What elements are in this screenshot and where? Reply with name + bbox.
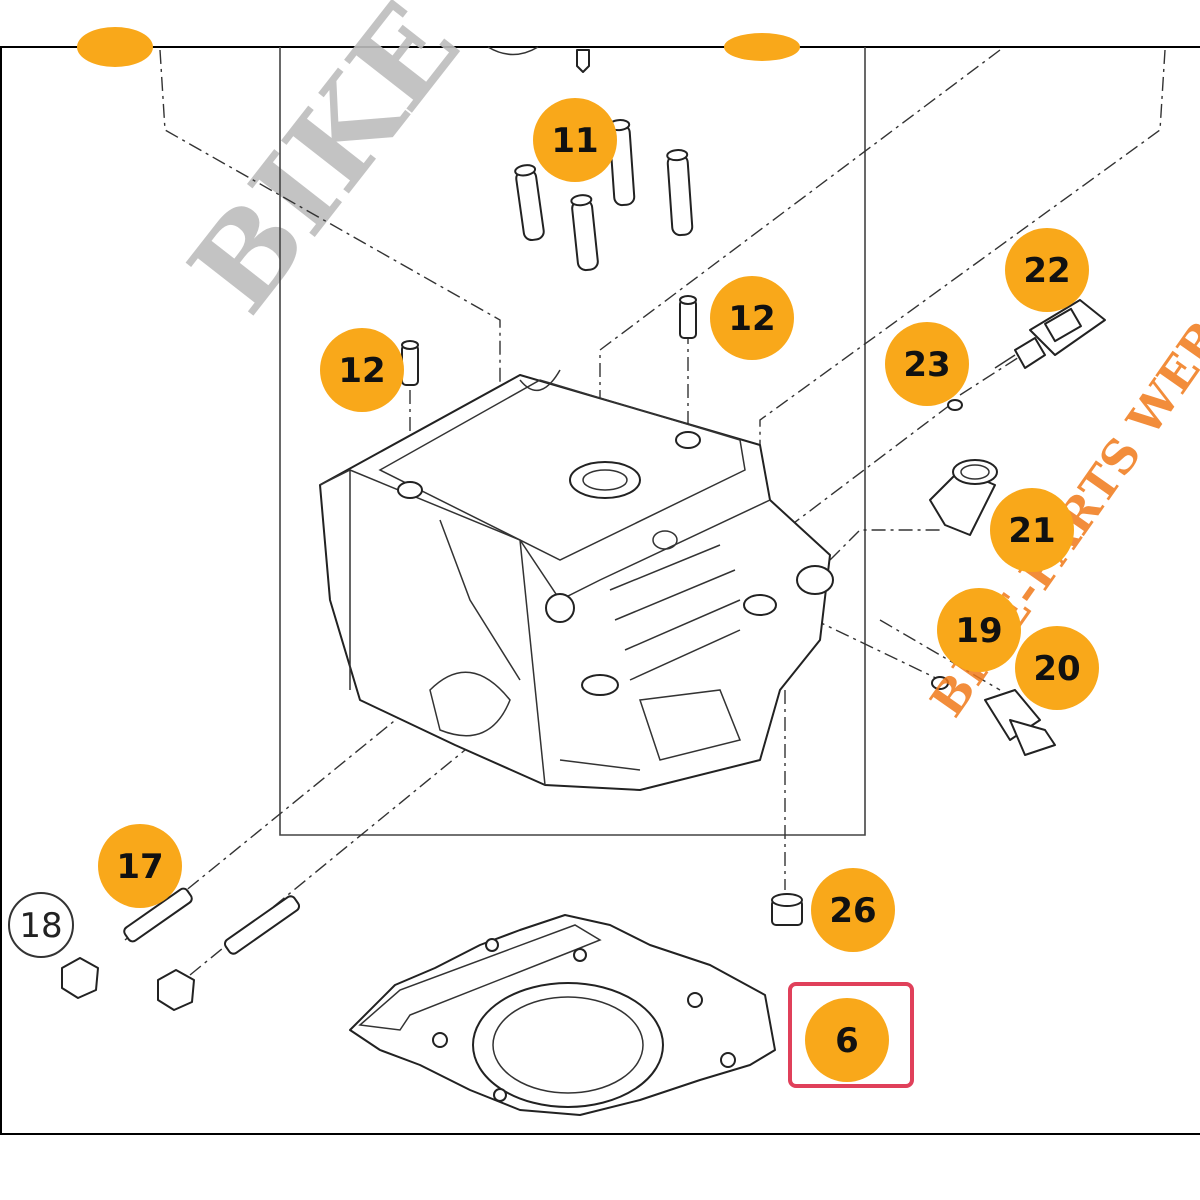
callout-20-label: 20	[1033, 649, 1080, 689]
diagram-frame	[0, 46, 1200, 1135]
sensor-19-20	[931, 676, 1056, 756]
sensor-22	[994, 299, 1106, 369]
callout-26[interactable]: 26	[811, 868, 895, 952]
callout-22-label: 22	[1023, 251, 1070, 291]
top-cut-badges	[77, 27, 800, 73]
callout-21-label: 21	[1008, 511, 1055, 551]
valve-guides	[514, 119, 694, 272]
callout-11[interactable]: 11	[533, 98, 617, 182]
dowel-pins-17	[123, 887, 301, 955]
callout-17-label: 17	[116, 847, 163, 887]
callout-19[interactable]: 19	[937, 588, 1021, 672]
dowel-pins-12	[401, 295, 697, 386]
callout-26-label: 26	[829, 891, 876, 931]
callout-11-label: 11	[551, 121, 598, 161]
cylinder-head	[319, 369, 834, 791]
callout-6[interactable]: 6	[788, 982, 914, 1088]
callout-12-left[interactable]: 12	[320, 328, 404, 412]
callout-12-left-label: 12	[338, 351, 385, 391]
callout-21[interactable]: 21	[990, 488, 1074, 572]
callout-23-label: 23	[903, 345, 950, 385]
sleeve-21	[929, 459, 998, 536]
callout-18-label: 18	[19, 906, 62, 946]
subassembly-box	[279, 47, 866, 836]
watermark-left: BIKE	[163, 0, 486, 337]
callout-6-label: 6	[835, 1021, 859, 1061]
callout-17[interactable]: 17	[98, 824, 182, 908]
sleeve-26	[771, 893, 803, 926]
callout-22[interactable]: 22	[1005, 228, 1089, 312]
callout-12-right[interactable]: 12	[710, 276, 794, 360]
callout-12-right-label: 12	[728, 299, 775, 339]
callout-20[interactable]: 20	[1015, 626, 1099, 710]
head-gasket-6	[349, 914, 776, 1116]
callout-6-highlight-box	[788, 982, 914, 1088]
callout-18[interactable]: 18	[8, 892, 74, 958]
bolts-18	[61, 957, 195, 1011]
callout-19-label: 19	[955, 611, 1002, 651]
callout-23[interactable]: 23	[885, 322, 969, 406]
oring-23	[947, 399, 963, 411]
